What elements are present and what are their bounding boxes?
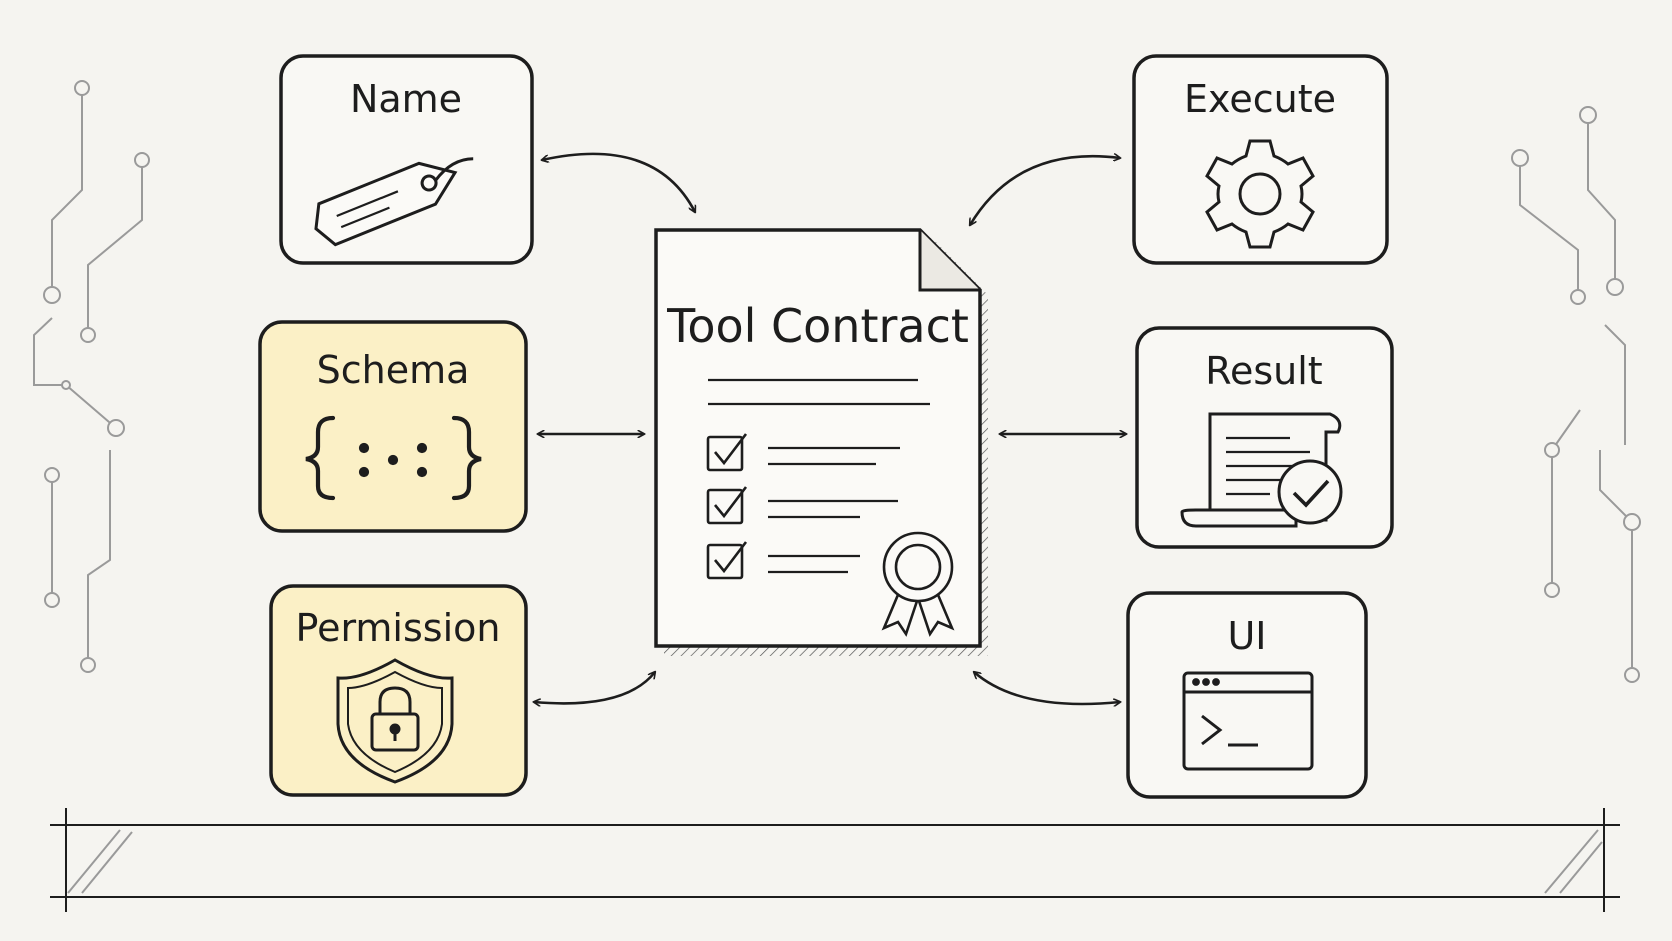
tag-icon (314, 157, 474, 247)
tool-contract-document[interactable]: Tool Contract (654, 228, 988, 656)
circuit-decoration-right (1511, 106, 1641, 683)
node-schema-label: Schema (317, 348, 470, 392)
node-ui[interactable]: UI (1126, 591, 1368, 799)
node-execute-label: Execute (1184, 77, 1336, 121)
connector-execute (970, 156, 1120, 225)
node-permission[interactable]: Permission (269, 584, 528, 797)
gear-icon (1205, 139, 1315, 249)
connector-name (542, 152, 695, 212)
node-schema[interactable]: Schema (258, 320, 528, 533)
circuit-decoration-left (33, 80, 150, 673)
node-permission-label: Permission (296, 606, 501, 650)
bottom-rail (50, 808, 1620, 912)
connectors (534, 152, 1126, 704)
award-ribbon-icon (881, 531, 955, 637)
node-name-label: Name (350, 77, 462, 121)
center-title: Tool Contract (666, 299, 969, 353)
checkbox-icon (706, 486, 898, 525)
node-execute[interactable]: Execute (1132, 54, 1389, 265)
node-ui-label: UI (1227, 614, 1266, 658)
curly-braces-icon (305, 415, 482, 501)
terminal-window-icon (1182, 671, 1314, 771)
checkbox-icon (706, 433, 900, 472)
shield-lock-icon (336, 658, 454, 784)
checklist (706, 433, 900, 580)
checkbox-icon (706, 541, 860, 580)
scroll-check-icon (1180, 412, 1343, 528)
node-result[interactable]: Result (1135, 326, 1394, 549)
connector-ui (974, 672, 1120, 704)
connector-permission (534, 672, 655, 703)
node-name[interactable]: Name (279, 54, 534, 265)
node-result-label: Result (1205, 349, 1322, 393)
